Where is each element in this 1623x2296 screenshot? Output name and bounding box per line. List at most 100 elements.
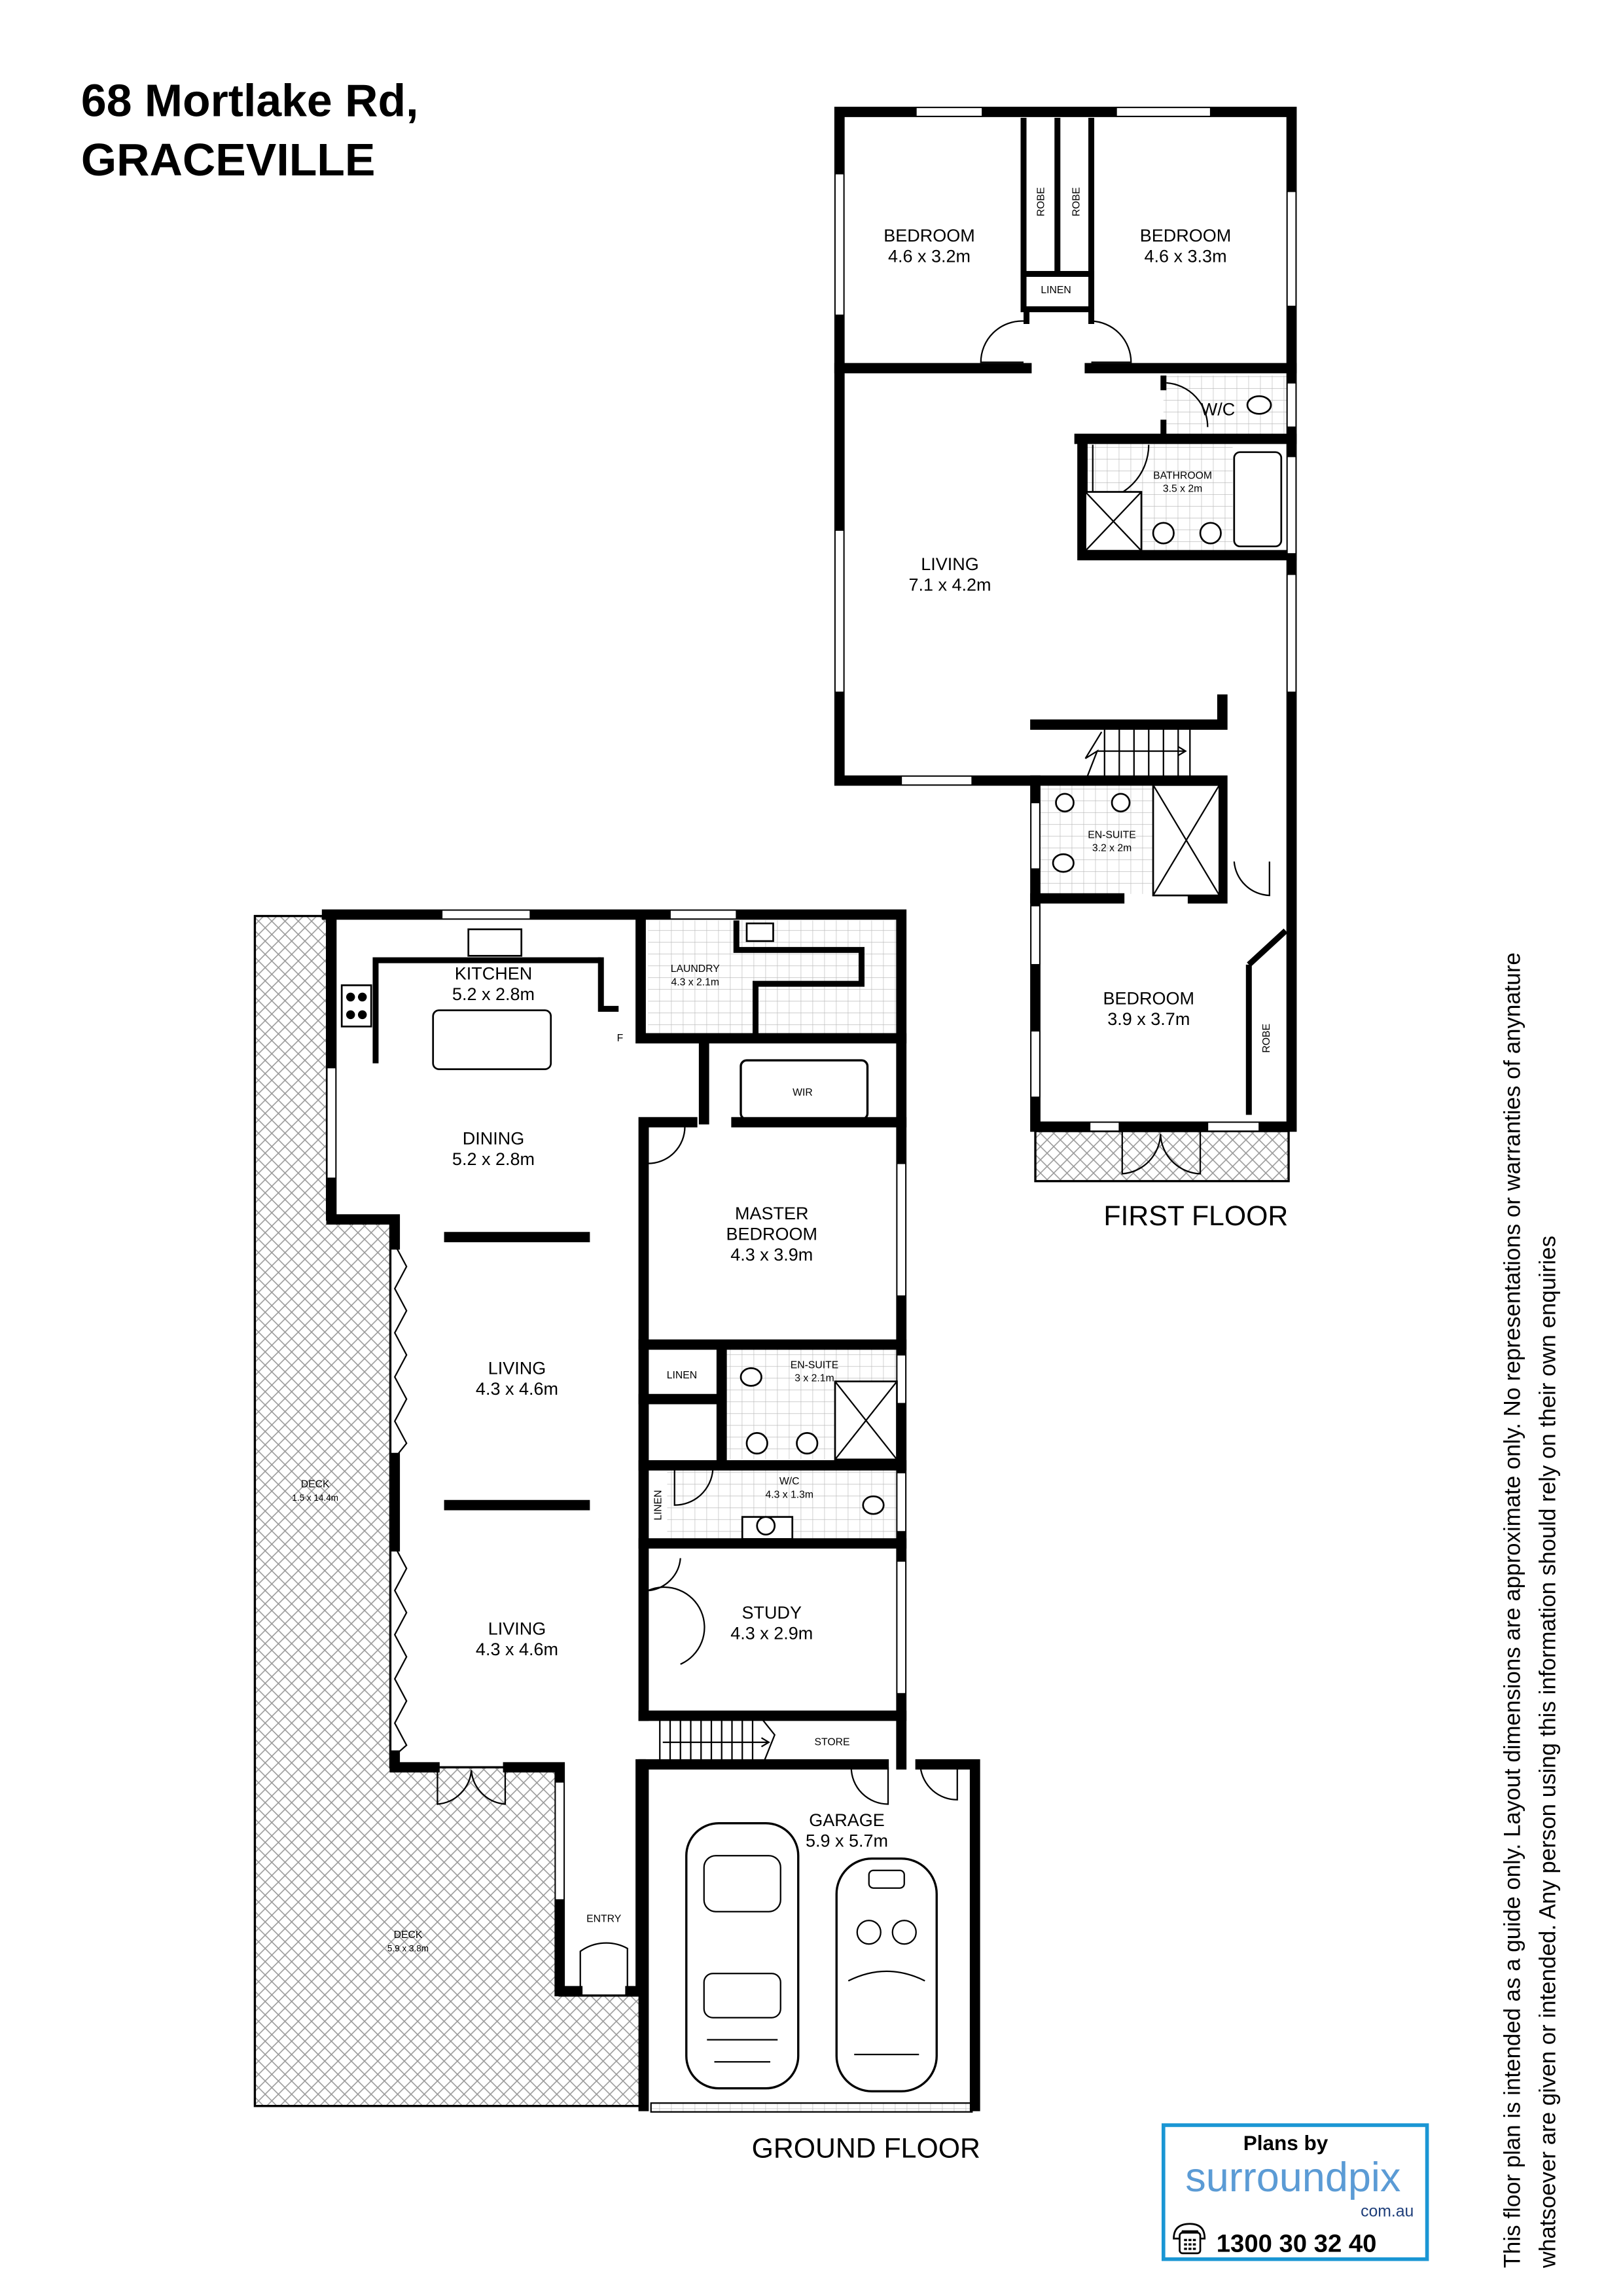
- room-name: BEDROOM: [726, 1225, 817, 1244]
- toilet: [740, 1367, 762, 1387]
- linen-label: LINEN: [667, 1370, 697, 1381]
- room-name: EN-SUITE: [1088, 829, 1136, 840]
- room-name: LIVING: [488, 1619, 546, 1639]
- room-name: LIVING: [921, 554, 979, 574]
- wir-label: WIR: [793, 1087, 813, 1098]
- basin: [1111, 793, 1131, 813]
- room-name: STUDY: [741, 1603, 802, 1623]
- room-name: GARAGE: [809, 1810, 885, 1830]
- room-size: 4.6 x 3.3m: [1145, 247, 1227, 266]
- entry-door: [579, 1942, 628, 1992]
- store-label: STORE: [815, 1736, 850, 1748]
- room-name: BEDROOM: [1140, 226, 1232, 245]
- basin: [745, 1432, 768, 1455]
- toilet: [1246, 395, 1272, 415]
- room-size: 4.6 x 3.2m: [888, 247, 971, 266]
- basin: [1152, 522, 1175, 545]
- surroundpix-logo: Plans by surroundpix com.au 1300 30 32 4…: [1161, 2123, 1429, 2261]
- room-size: 1.5 x 14.4m: [292, 1493, 338, 1503]
- door-deck: [437, 1767, 507, 1805]
- room-name: DECK: [301, 1479, 330, 1490]
- garage-door: [650, 2102, 973, 2113]
- room-size: 3.5 x 2m: [1163, 484, 1202, 495]
- ground-floor-label: GROUND FLOOR: [752, 2132, 980, 2164]
- robe-label: ROBE: [1071, 187, 1082, 217]
- door-wc: [673, 1469, 714, 1506]
- robe-label: ROBE: [1036, 187, 1047, 217]
- room-name: BATHROOM: [1153, 470, 1212, 481]
- address-line-1: 68 Mortlake Rd,: [81, 75, 419, 126]
- entry-label: ENTRY: [586, 1913, 622, 1924]
- linen-label: LINEN: [1041, 285, 1071, 296]
- brand-domain: com.au: [1361, 2202, 1414, 2220]
- room-name: DINING: [463, 1128, 525, 1148]
- door-wc: [1166, 382, 1209, 427]
- fridge-label: F: [617, 1033, 624, 1044]
- room-name: KITCHEN: [455, 963, 533, 983]
- door-garage: [850, 1767, 889, 1805]
- cooktop: [340, 984, 372, 1028]
- basin: [796, 1432, 819, 1455]
- room-size: 3.9 x 3.7m: [1107, 1009, 1190, 1029]
- room-name: BEDROOM: [883, 226, 975, 245]
- room-size: 4.3 x 1.3m: [765, 1489, 813, 1500]
- room-name: W/C: [779, 1476, 800, 1487]
- room-name: EN-SUITE: [791, 1359, 839, 1371]
- wir-shelf: [740, 1059, 869, 1121]
- toilet: [1052, 853, 1075, 873]
- folding-door: [393, 1244, 408, 1459]
- room-name: W/C: [1201, 400, 1235, 420]
- room-size: 5.2 x 2.8m: [452, 984, 535, 1004]
- room-name: DECK: [394, 1929, 423, 1941]
- room-name: LIVING: [488, 1358, 546, 1378]
- door-bedroom-2: [1091, 320, 1132, 363]
- brand-name: surroundpix: [1185, 2155, 1400, 2200]
- phone-icon: [1173, 2223, 1206, 2255]
- folding-door: [393, 1546, 408, 1757]
- toilet: [862, 1495, 885, 1515]
- door-balcony: [1121, 1131, 1202, 1175]
- deck: [253, 914, 642, 2108]
- room-size: 5.2 x 2.8m: [452, 1149, 535, 1169]
- room-name: MASTER: [735, 1204, 809, 1223]
- laundry-counter: [733, 920, 865, 1039]
- room-size: 7.1 x 4.2m: [908, 575, 991, 594]
- car-convertible: [835, 1857, 938, 2092]
- room-name: LAUNDRY: [671, 963, 720, 975]
- basin: [1055, 793, 1075, 813]
- car-suv: [685, 1822, 800, 2090]
- basin: [1199, 522, 1222, 545]
- staircase: [659, 1719, 776, 1765]
- room-size: 4.3 x 3.9m: [730, 1245, 813, 1265]
- door-first-floor: [1233, 861, 1270, 897]
- room-size: 4.3 x 2.9m: [730, 1623, 813, 1643]
- address-line-2: GRACEVILLE: [81, 134, 376, 185]
- kitchen-island: [432, 1009, 552, 1070]
- door-bedroom-1: [980, 320, 1024, 363]
- door-master-bedroom: [647, 1126, 686, 1164]
- first-floor-plan: BEDROOM 4.6 x 3.2m BEDROOM 4.6 x 3.3m RO…: [834, 107, 1297, 1232]
- room-name: BEDROOM: [1103, 989, 1195, 1009]
- room-size: 5.9 x 3.8m: [387, 1943, 429, 1953]
- robe-label: ROBE: [1261, 1024, 1272, 1053]
- room-size: 4.3 x 4.6m: [476, 1640, 558, 1659]
- ground-floor-plan: KITCHEN 5.2 x 2.8m F LAUNDRY 4.3 x 2.1m …: [253, 909, 980, 2164]
- door-garage-side: [919, 1767, 958, 1801]
- first-floor-label: FIRST FLOOR: [1103, 1200, 1288, 1232]
- staircase: [1084, 728, 1191, 778]
- room-size: 3.2 x 2m: [1092, 843, 1132, 854]
- balcony: [1034, 1130, 1290, 1183]
- room-size: 3 x 2.1m: [794, 1373, 834, 1384]
- plans-by-text: Plans by: [1243, 2131, 1329, 2155]
- room-size: 4.3 x 4.6m: [476, 1379, 558, 1399]
- disclaimer-line-2: whatsoever are given or intended. Any pe…: [1535, 1236, 1560, 2269]
- room-size: 5.9 x 5.7m: [806, 1831, 888, 1851]
- linen-label: LINEN: [652, 1490, 664, 1520]
- bathtub: [1233, 451, 1283, 548]
- disclaimer-line-1: This floor plan is intended as a guide o…: [1499, 952, 1525, 2268]
- kitchen-counter: [372, 957, 601, 1064]
- phone-number: 1300 30 32 40: [1217, 2229, 1377, 2257]
- room-size: 4.3 x 2.1m: [671, 977, 719, 988]
- kitchen-sink: [467, 928, 523, 957]
